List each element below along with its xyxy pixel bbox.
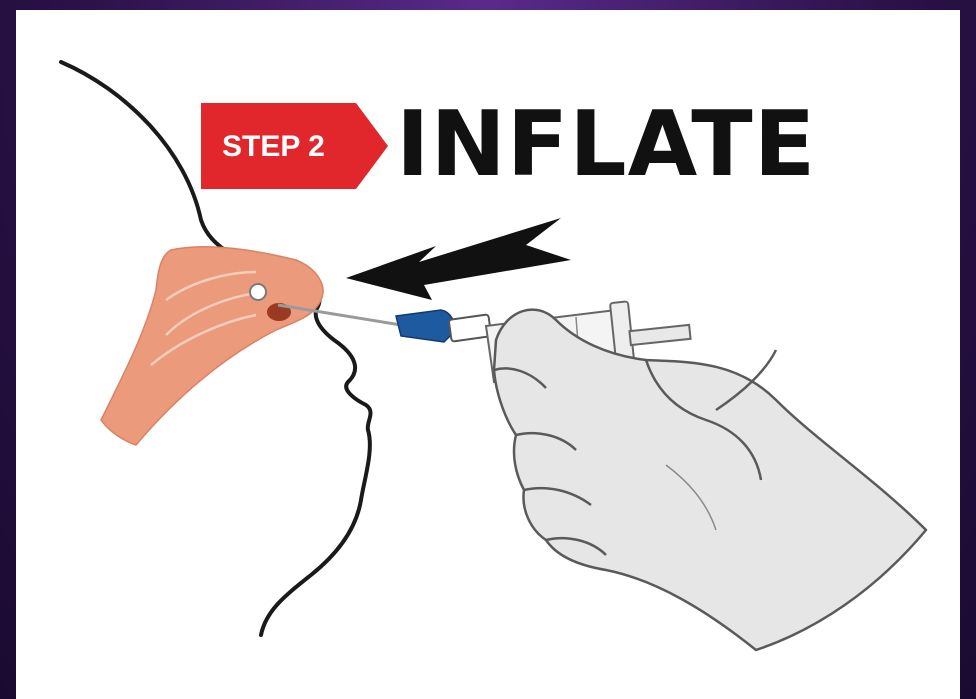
pointing-arrow-icon xyxy=(346,218,571,300)
page-title: INFLATE xyxy=(396,90,816,200)
step-label: STEP 2 xyxy=(222,127,325,167)
balloon-device-icon xyxy=(101,247,323,445)
gloved-hand-icon xyxy=(494,310,926,650)
illustration-panel: STEP 2 INFLATE xyxy=(16,10,960,699)
